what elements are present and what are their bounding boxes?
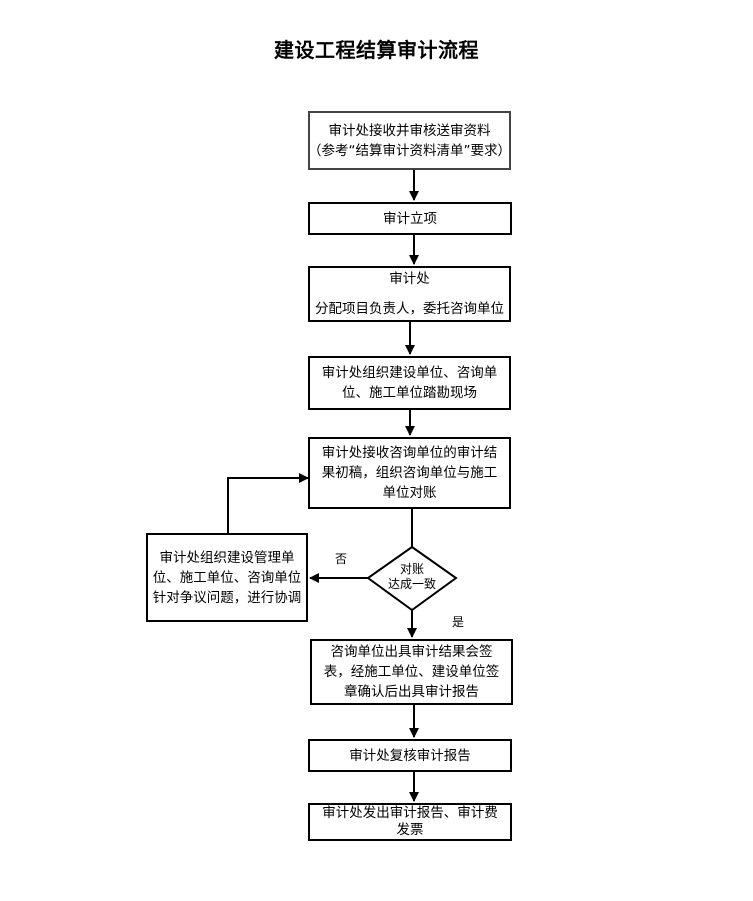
step-issue-report-line2: 表，经施工单位、建设单位签 <box>323 664 500 680</box>
step-assign-lead-line2: 分配项目负责人，委托咨询单位 <box>315 301 504 317</box>
step-coordinate-disputes: 审计处组织建设管理单 位、施工单位、咨询单位 针对争议问题，进行协调 <box>146 533 308 622</box>
step-send-report-invoice: 审计处发出审计报告、审计费 发票 <box>308 803 512 841</box>
step-draft-reconcile: 审计处接收咨询单位的审计结 果初稿，组织咨询单位与施工 单位对账 <box>308 437 511 509</box>
step-site-survey: 审计处组织建设单位、咨询单 位、施工单位踏勘现场 <box>308 356 511 410</box>
step-send-report-invoice-line2: 发票 <box>396 822 424 838</box>
step-receive-materials-line1: 审计处接收并审核送审资料 <box>328 122 491 139</box>
step-draft-reconcile-line3: 单位对账 <box>382 485 437 501</box>
step-review-report-label: 审计处复核审计报告 <box>349 747 471 764</box>
decision-diamond <box>366 545 458 612</box>
label-yes: 是 <box>452 615 465 629</box>
step-project-setup: 审计立项 <box>308 202 512 235</box>
step-issue-report-line3: 章确认后出具审计报告 <box>344 684 479 700</box>
step-assign-lead: 审计处 分配项目负责人，委托咨询单位 <box>308 266 511 322</box>
step-site-survey-line2: 位、施工单位踏勘现场 <box>342 385 477 401</box>
step-project-setup-label: 审计立项 <box>383 210 437 227</box>
step-coordinate-disputes-line3: 针对争议问题，进行协调 <box>152 589 302 606</box>
step-issue-report: 咨询单位出具审计结果会签 表，经施工单位、建设单位签 章确认后出具审计报告 <box>310 639 513 705</box>
page-title: 建设工程结算审计流程 <box>274 38 479 62</box>
step-draft-reconcile-line2: 果初稿，组织咨询单位与施工 <box>321 465 498 481</box>
decision-text-line1: 对账 <box>399 562 424 576</box>
step-issue-report-line1: 咨询单位出具审计结果会签 <box>330 644 493 660</box>
step-receive-materials-line2: （参考“结算审计资料清单”要求） <box>308 142 511 159</box>
label-no: 否 <box>335 552 348 566</box>
step-coordinate-disputes-line2: 位、施工单位、咨询单位 <box>152 569 302 586</box>
step-assign-lead-line1: 审计处 <box>389 271 430 287</box>
decision-text: 对账 达成一致 <box>368 562 456 592</box>
step-site-survey-line1: 审计处组织建设单位、咨询单 <box>321 365 498 381</box>
step-review-report: 审计处复核审计报告 <box>308 739 512 772</box>
decision-text-line2: 达成一致 <box>387 577 436 591</box>
step-send-report-invoice-line1: 审计处发出审计报告、审计费 <box>322 805 498 821</box>
step-draft-reconcile-line1: 审计处接收咨询单位的审计结 <box>321 445 498 461</box>
step-coordinate-disputes-line1: 审计处组织建设管理单 <box>159 549 295 566</box>
arrow-side-back-to-s5 <box>227 473 309 533</box>
step-receive-materials: 审计处接收并审核送审资料 （参考“结算审计资料清单”要求） <box>308 111 511 170</box>
